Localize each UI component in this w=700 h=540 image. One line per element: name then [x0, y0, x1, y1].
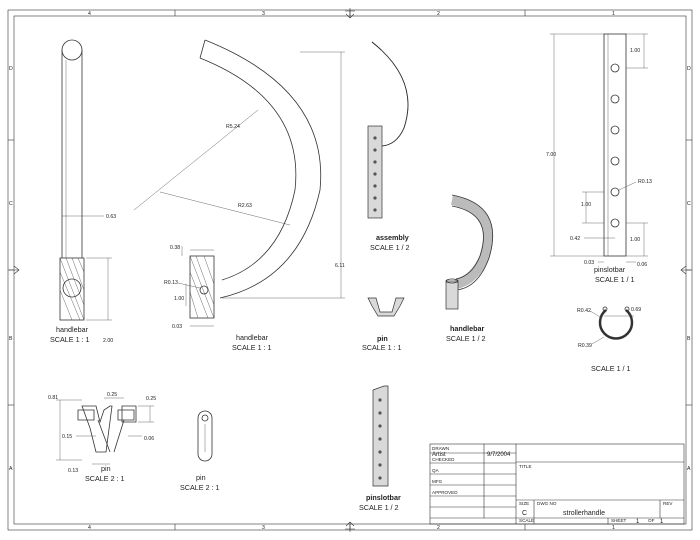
- view-handlebar-bend: R5.24 R2.63 0.38 R0.13 1.00 0.03 6.11 ha…: [134, 40, 345, 352]
- dim-bend-d3: 1.00: [174, 296, 184, 302]
- dim-psb-d7: 0.03: [584, 260, 594, 266]
- tb-drawn-label: DRAWN: [432, 446, 449, 451]
- dim-bend-r1: R5.24: [226, 124, 240, 130]
- dim-psb-d2: 7.00: [546, 152, 556, 158]
- view-pin-top-title: pin: [196, 473, 206, 482]
- dim-clip-d3: R0.39: [578, 343, 592, 349]
- dim-clip-d1: R0.42: [577, 308, 591, 314]
- zone-row-left-a: A: [9, 466, 13, 472]
- dim-pin-d4: 0.15: [62, 434, 72, 440]
- dim-bend-d4: 0.03: [172, 324, 182, 330]
- zone-col-top-4: 4: [88, 11, 91, 17]
- tb-size-label: SIZE: [519, 501, 529, 506]
- view-clip-scale: SCALE 1 / 1: [591, 364, 631, 373]
- dim-psb-d1: 1.00: [630, 48, 640, 54]
- view-handlebar-side-title: handlebar: [56, 325, 89, 334]
- tb-approved-label: APPROVED: [432, 490, 458, 495]
- dim-clip-d2: 0.69: [631, 307, 641, 313]
- view-handlebar-half-title: handlebar: [450, 324, 485, 333]
- zone-col-bottom-2: 2: [437, 525, 440, 531]
- tb-dwg-value: strollerhandle: [563, 510, 605, 517]
- view-pin-detail-scale: SCALE 2 : 1: [85, 474, 125, 483]
- view-pin-small: pin SCALE 1 : 1: [362, 298, 404, 352]
- view-pinslotbar-half-title: pinslotbar: [366, 493, 401, 502]
- tb-rev-label: REV: [663, 501, 673, 506]
- view-pin-top: pin SCALE 2 : 1: [180, 411, 220, 492]
- dim-bend-d1: 0.38: [170, 245, 180, 251]
- view-handlebar-bend-scale: SCALE 1 : 1: [232, 343, 272, 352]
- zone-row-left-b: B: [9, 336, 13, 342]
- view-handlebar-bend-title: handlebar: [236, 333, 269, 342]
- zone-row-right-a: A: [687, 466, 691, 472]
- view-pinslotbar-half: pinslotbar SCALE 1 / 2: [359, 386, 401, 512]
- zone-col-bottom-3: 3: [262, 525, 265, 531]
- tb-sheet-label: SHEET: [611, 518, 627, 523]
- dim-bend-r2: R2.63: [238, 203, 252, 209]
- dim-psb-d3: R0.13: [638, 179, 652, 185]
- dim-psb-d4: 1.00: [581, 202, 591, 208]
- view-handlebar-side: 0.63 2.00 handlebar SCALE 1 : 1: [50, 40, 116, 344]
- tb-scale-label: SCALE: [519, 518, 534, 523]
- dim-psb-d5: 0.42: [570, 236, 580, 242]
- zone-labels: 4 3 2 1 4 3 2 1 D C B A D C B A: [9, 11, 691, 531]
- view-assembly-title: assembly: [376, 233, 409, 242]
- view-pin-small-title: pin: [377, 334, 388, 343]
- border-frame: [8, 8, 692, 532]
- dim-pin-d1: 0.81: [48, 395, 58, 401]
- dim-pin-d3: 0.25: [146, 396, 156, 402]
- zone-col-top-2: 2: [437, 11, 440, 17]
- dim-pin-d2: 0.25: [107, 392, 117, 398]
- tb-qa-label: QA: [432, 468, 440, 473]
- view-pin-detail: 0.81 0.25 0.25 0.15 0.06 0.13 pin SCALE …: [48, 392, 156, 483]
- view-handlebar-half: handlebar SCALE 1 / 2: [446, 195, 493, 343]
- title-block: DRAWN Artist 9/7/2004 CHECKED QA MFG APP…: [430, 444, 684, 525]
- zone-col-top-3: 3: [262, 11, 265, 17]
- pinslotbar-holes: [611, 64, 619, 227]
- dim-pin-d6: 0.13: [68, 468, 78, 474]
- zone-row-right-c: C: [687, 201, 691, 207]
- view-pinslotbar-side: 1.00 7.00 R0.13 1.00 0.42 1.00 0.03 0.06…: [546, 34, 652, 284]
- dim-pin-d5: 0.06: [144, 436, 154, 442]
- tb-mfg-label: MFG: [432, 479, 443, 484]
- zone-col-bottom-4: 4: [88, 525, 91, 531]
- dim-handlebar-width: 0.63: [106, 214, 116, 220]
- dim-psb-d8: 0.06: [637, 262, 647, 268]
- zone-col-bottom-1: 1: [612, 525, 615, 531]
- zone-row-left-d: D: [9, 66, 13, 72]
- view-pin-small-scale: SCALE 1 : 1: [362, 343, 402, 352]
- tb-size-value: C: [522, 510, 527, 517]
- tb-checked-label: CHECKED: [432, 457, 455, 462]
- tb-drawn-date: 9/7/2004: [487, 452, 511, 458]
- tb-of-label: OF: [648, 518, 655, 523]
- view-assembly: assembly SCALE 1 / 2: [368, 42, 410, 252]
- view-pin-top-scale: SCALE 2 : 1: [180, 483, 220, 492]
- zone-row-right-d: D: [687, 66, 691, 72]
- zone-row-left-c: C: [9, 201, 13, 207]
- tb-dwg-label: DWG NO: [537, 501, 557, 506]
- view-assembly-scale: SCALE 1 / 2: [370, 243, 410, 252]
- view-pinslotbar-side-scale: SCALE 1 / 1: [595, 275, 635, 284]
- view-clip: R0.42 0.69 R0.39 SCALE 1 / 1: [577, 307, 641, 373]
- view-pin-detail-title: pin: [101, 464, 111, 473]
- view-handlebar-side-scale: SCALE 1 : 1: [50, 335, 90, 344]
- dim-bend-d5: 6.11: [335, 263, 345, 269]
- dim-psb-d6: 1.00: [630, 237, 640, 243]
- tb-title-label: TITLE: [519, 464, 532, 469]
- dim-handlebar-height: 2.00: [103, 338, 113, 344]
- dim-bend-d2: R0.13: [164, 280, 178, 286]
- view-pinslotbar-side-title: pinslotbar: [594, 265, 626, 274]
- zone-row-right-b: B: [687, 336, 691, 342]
- view-pinslotbar-half-scale: SCALE 1 / 2: [359, 503, 399, 512]
- view-handlebar-half-scale: SCALE 1 / 2: [446, 334, 486, 343]
- zone-col-top-1: 1: [612, 11, 615, 17]
